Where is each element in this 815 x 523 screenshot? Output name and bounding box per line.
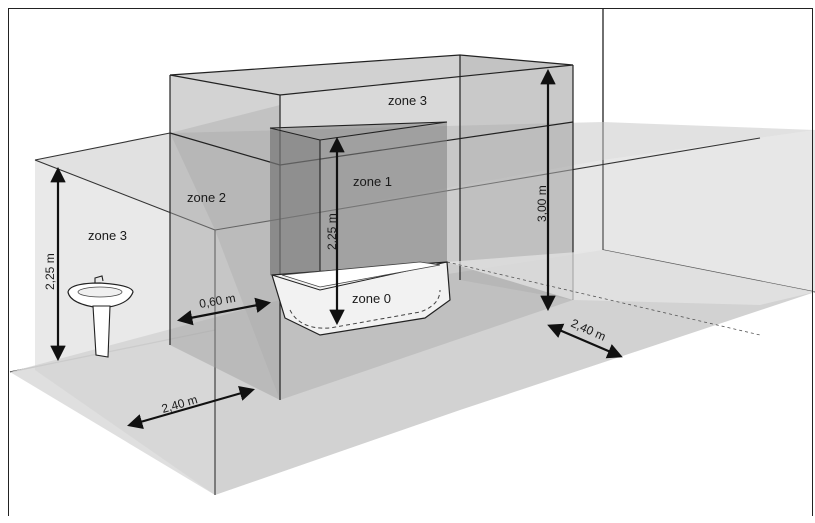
zone-1-volume (269, 121, 448, 290)
shower-height-label: 2,25 m (325, 213, 339, 250)
washbasin-icon (67, 275, 134, 358)
zone-1-label: zone 1 (353, 174, 392, 189)
wall-height-label: 2,25 m (43, 253, 57, 290)
tub-offset-label: 0,60 m (198, 291, 237, 311)
zone-3-height-label: 3,00 m (535, 185, 549, 222)
floor-zone (10, 250, 815, 495)
right-floor-zone (447, 250, 815, 305)
zone-3-top-label: zone 3 (388, 93, 427, 108)
bathtub-icon (271, 261, 451, 336)
zone-0-label: zone 0 (352, 291, 391, 306)
zone-3-edges (169, 54, 574, 400)
zone-2-label: zone 2 (187, 190, 226, 205)
zone-3-left-label: zone 3 (88, 228, 127, 243)
dimension-arrows (50, 68, 623, 430)
